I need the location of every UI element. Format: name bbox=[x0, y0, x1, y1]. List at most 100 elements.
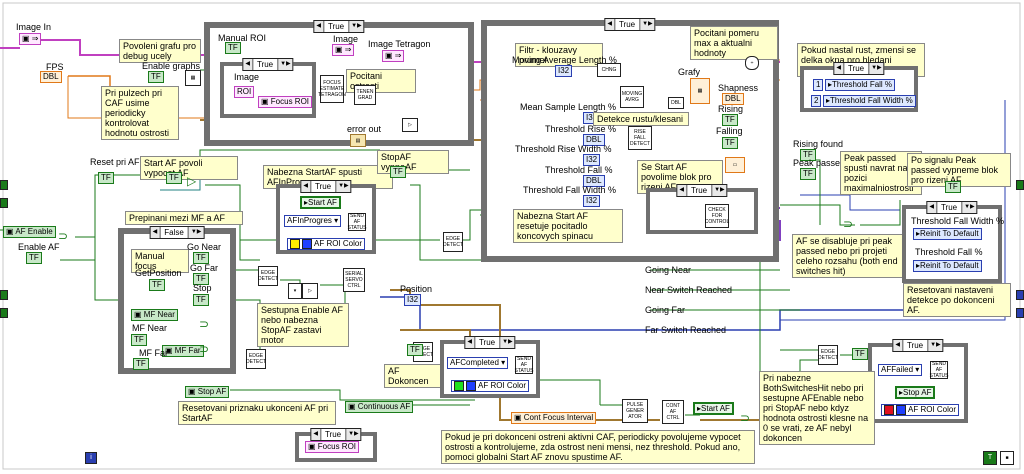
case-selector[interactable]: ◀True▼▶ bbox=[313, 20, 365, 33]
manual-roi-control[interactable]: TF bbox=[225, 42, 241, 54]
threshold-fall-width-reinit-label: Threshold Fall Width % bbox=[911, 216, 1005, 226]
mf-far-label: MF Far bbox=[139, 348, 168, 358]
focus-roi-bottom-indicator: ▣ Focus ROI bbox=[305, 441, 360, 453]
enable-graphs-control[interactable]: TF bbox=[148, 71, 164, 83]
threshold-rise-width-label: Threshold Rise Width % bbox=[515, 144, 612, 154]
tunnel-icon bbox=[0, 290, 8, 300]
position-indicator: I32 bbox=[404, 294, 422, 306]
threshold-fall-control[interactable]: DBL bbox=[583, 175, 605, 187]
case-selector[interactable]: ◀True▼▶ bbox=[676, 184, 728, 197]
tunnel-icon bbox=[1016, 308, 1024, 318]
comment-resetovani-nastaveni: Resetovani nastaveni detekce po dokoncen… bbox=[903, 283, 1011, 317]
case-selector[interactable]: ◀True▼▶ bbox=[242, 58, 294, 71]
edge-detect-node[interactable]: EDGE DETECT bbox=[443, 232, 463, 252]
go-near-const: TF bbox=[193, 252, 209, 264]
moving-average-length-control[interactable]: I32 bbox=[555, 65, 573, 77]
image-in-control[interactable]: ▣ ⇒ bbox=[19, 33, 42, 45]
send-af-status-node[interactable]: SEND AF STATUS bbox=[347, 213, 367, 231]
af-in-progress-enum[interactable]: AFInProgres ▾ bbox=[284, 215, 342, 227]
case-selector[interactable]: ◀True▼▶ bbox=[833, 62, 885, 75]
case-selector[interactable]: ◀False▼▶ bbox=[149, 226, 205, 239]
stop-terminal-icon: T bbox=[983, 451, 997, 465]
tenen-grad-node[interactable]: TENEN GRAD bbox=[354, 85, 376, 105]
tunnel-icon bbox=[0, 198, 8, 208]
mf-near-control[interactable]: ▣ MF Near bbox=[131, 309, 178, 321]
case-inner-roi[interactable]: ◀True▼▶ bbox=[220, 58, 316, 118]
start-af-bottom-indicator: ▸Start AF bbox=[693, 402, 734, 415]
threshold-rise-label: Threshold Rise % bbox=[545, 124, 617, 134]
threshold-fall-reinit-label: Threshold Fall % bbox=[915, 247, 983, 257]
peak-passed-indicator: TF bbox=[800, 168, 816, 180]
enable-af-control[interactable]: TF bbox=[26, 252, 42, 264]
case-selector[interactable]: ◀True▼▶ bbox=[300, 180, 352, 193]
stop-af-right-indicator: ▸Stop AF bbox=[895, 386, 936, 399]
go-far-const: TF bbox=[193, 273, 209, 285]
go-far-label: Go Far bbox=[190, 263, 219, 273]
serial-servo-ctrl-node[interactable]: SERIAL SERVO CTRL bbox=[343, 268, 365, 292]
af-failed-enum[interactable]: AFFailed ▾ bbox=[878, 364, 923, 376]
tunnel-icon bbox=[1016, 290, 1024, 300]
comment-nabezna-start-af: Nabezna Start AF resetuje pocitadlo konc… bbox=[513, 209, 623, 243]
case-selector[interactable]: ◀True▼▶ bbox=[926, 201, 978, 214]
comment-sestupna: Sestupna Enable AF nebo nabezna StopAF z… bbox=[257, 303, 349, 347]
get-position-label: GetPosition bbox=[135, 268, 182, 278]
or-gate-icon: ⊃ bbox=[843, 217, 854, 231]
case-selector[interactable]: ◀True▼▶ bbox=[604, 18, 656, 31]
select-node: ▾ bbox=[288, 283, 302, 299]
focus-roi-indicator: ▣ Focus ROI bbox=[258, 96, 313, 108]
rise-fall-detect-node[interactable]: RISE FALL DETECT bbox=[628, 126, 652, 150]
rising-indicator: TF bbox=[722, 114, 738, 126]
position-label: Position bbox=[400, 284, 433, 294]
comment-resetovani-priznaku: Resetovani priznaku ukonceni AF pri Star… bbox=[178, 401, 336, 425]
stop-label: Stop bbox=[193, 283, 212, 293]
cont-focus-interval-control[interactable]: ▣ Cont Focus Interval bbox=[511, 412, 597, 424]
divide-node: ÷ bbox=[745, 56, 759, 70]
comment-pulzech: Pri pulzech pri CAF usime periodicky kon… bbox=[101, 86, 179, 140]
comment-povoleni-grafu: Povoleni grafu pro debug ucely bbox=[119, 39, 201, 63]
continuous-af-control[interactable]: ▣ Continuous AF bbox=[345, 401, 414, 413]
case-selector[interactable]: ◀True▼▶ bbox=[310, 428, 362, 441]
threshold-fall-width-indicator: ▸Threshold Fall Width % bbox=[823, 95, 916, 107]
edge-detect-node[interactable]: EDGE DETECT bbox=[818, 345, 838, 365]
pulse-generator-node[interactable]: PULSE GENER ATOR bbox=[622, 399, 648, 423]
af-completed-enum[interactable]: AFCompleted ▾ bbox=[447, 357, 509, 369]
comment-stopaf-vypne: StopAF vypneAF bbox=[377, 150, 449, 174]
not-gate-icon: ⊃ bbox=[199, 342, 210, 356]
threshold-fall-width-label: Threshold Fall Width % bbox=[523, 185, 617, 195]
cont-af-ctrl-node[interactable]: CONT AF CTRL bbox=[662, 400, 684, 424]
case-selector[interactable]: ◀True▼▶ bbox=[892, 339, 944, 352]
send-af-status-node[interactable]: SEND AF STATUS bbox=[929, 361, 949, 379]
num-const-2: 2 bbox=[811, 95, 822, 107]
af-failed-const: TF bbox=[852, 348, 868, 360]
af-enable-control[interactable]: ▣ AF Enable bbox=[3, 226, 56, 238]
comment-prepinani: Prepinani mezi MF a AF bbox=[125, 211, 243, 225]
mf-far-control[interactable]: ▣ MF Far bbox=[162, 345, 204, 357]
threshold-rise-control[interactable]: DBL bbox=[583, 134, 605, 146]
comment-pri-nabezne: Pri nabezne BothSwitchesHit nebo pri ses… bbox=[759, 371, 875, 445]
not-gate-icon: ▷ bbox=[187, 174, 197, 188]
threshold-fall-width-control[interactable]: I32 bbox=[583, 195, 601, 207]
check-for-control-node[interactable]: CHECK FOR CONTROL bbox=[705, 204, 729, 228]
stop-const: TF bbox=[193, 294, 209, 306]
edge-detect-node[interactable]: EDGE DETECT bbox=[258, 266, 278, 286]
case-focus-roi[interactable]: ◀True▼▶ bbox=[295, 428, 377, 462]
not-gate-icon: ⊃ bbox=[199, 317, 210, 331]
stop-af-control[interactable]: ▣ Stop AF bbox=[185, 386, 230, 398]
af-roi-color-indicator: AF ROI Color bbox=[287, 238, 366, 251]
num-const-1: 1 bbox=[813, 79, 824, 91]
fps-control[interactable]: DBL bbox=[40, 71, 62, 83]
threshold-rise-width-control[interactable]: I32 bbox=[583, 154, 601, 166]
focus-estimate-node[interactable]: FOCUS ESTIMATE TETRAGON bbox=[318, 75, 346, 103]
moving-avrg-node[interactable]: MOVING AVRG bbox=[620, 86, 644, 108]
image-tetragon-indicator: ▣ ⇒ bbox=[382, 50, 405, 62]
tunnel-icon bbox=[0, 308, 8, 318]
case-check-for-control[interactable]: ◀True▼▶ bbox=[646, 184, 758, 234]
shapness-indicator: DBL bbox=[722, 93, 744, 105]
roi-control[interactable]: ROI bbox=[234, 86, 255, 98]
stopaf-true-const: TF bbox=[390, 166, 406, 178]
edge-detect-node[interactable]: EDGE DETECT bbox=[246, 349, 266, 369]
falling-label: Falling bbox=[716, 126, 743, 136]
case-selector[interactable]: ◀True▼▶ bbox=[464, 336, 516, 349]
enable-af-label: Enable AF bbox=[18, 242, 60, 252]
send-af-status-node[interactable]: SEND AF STATUS bbox=[514, 356, 534, 374]
